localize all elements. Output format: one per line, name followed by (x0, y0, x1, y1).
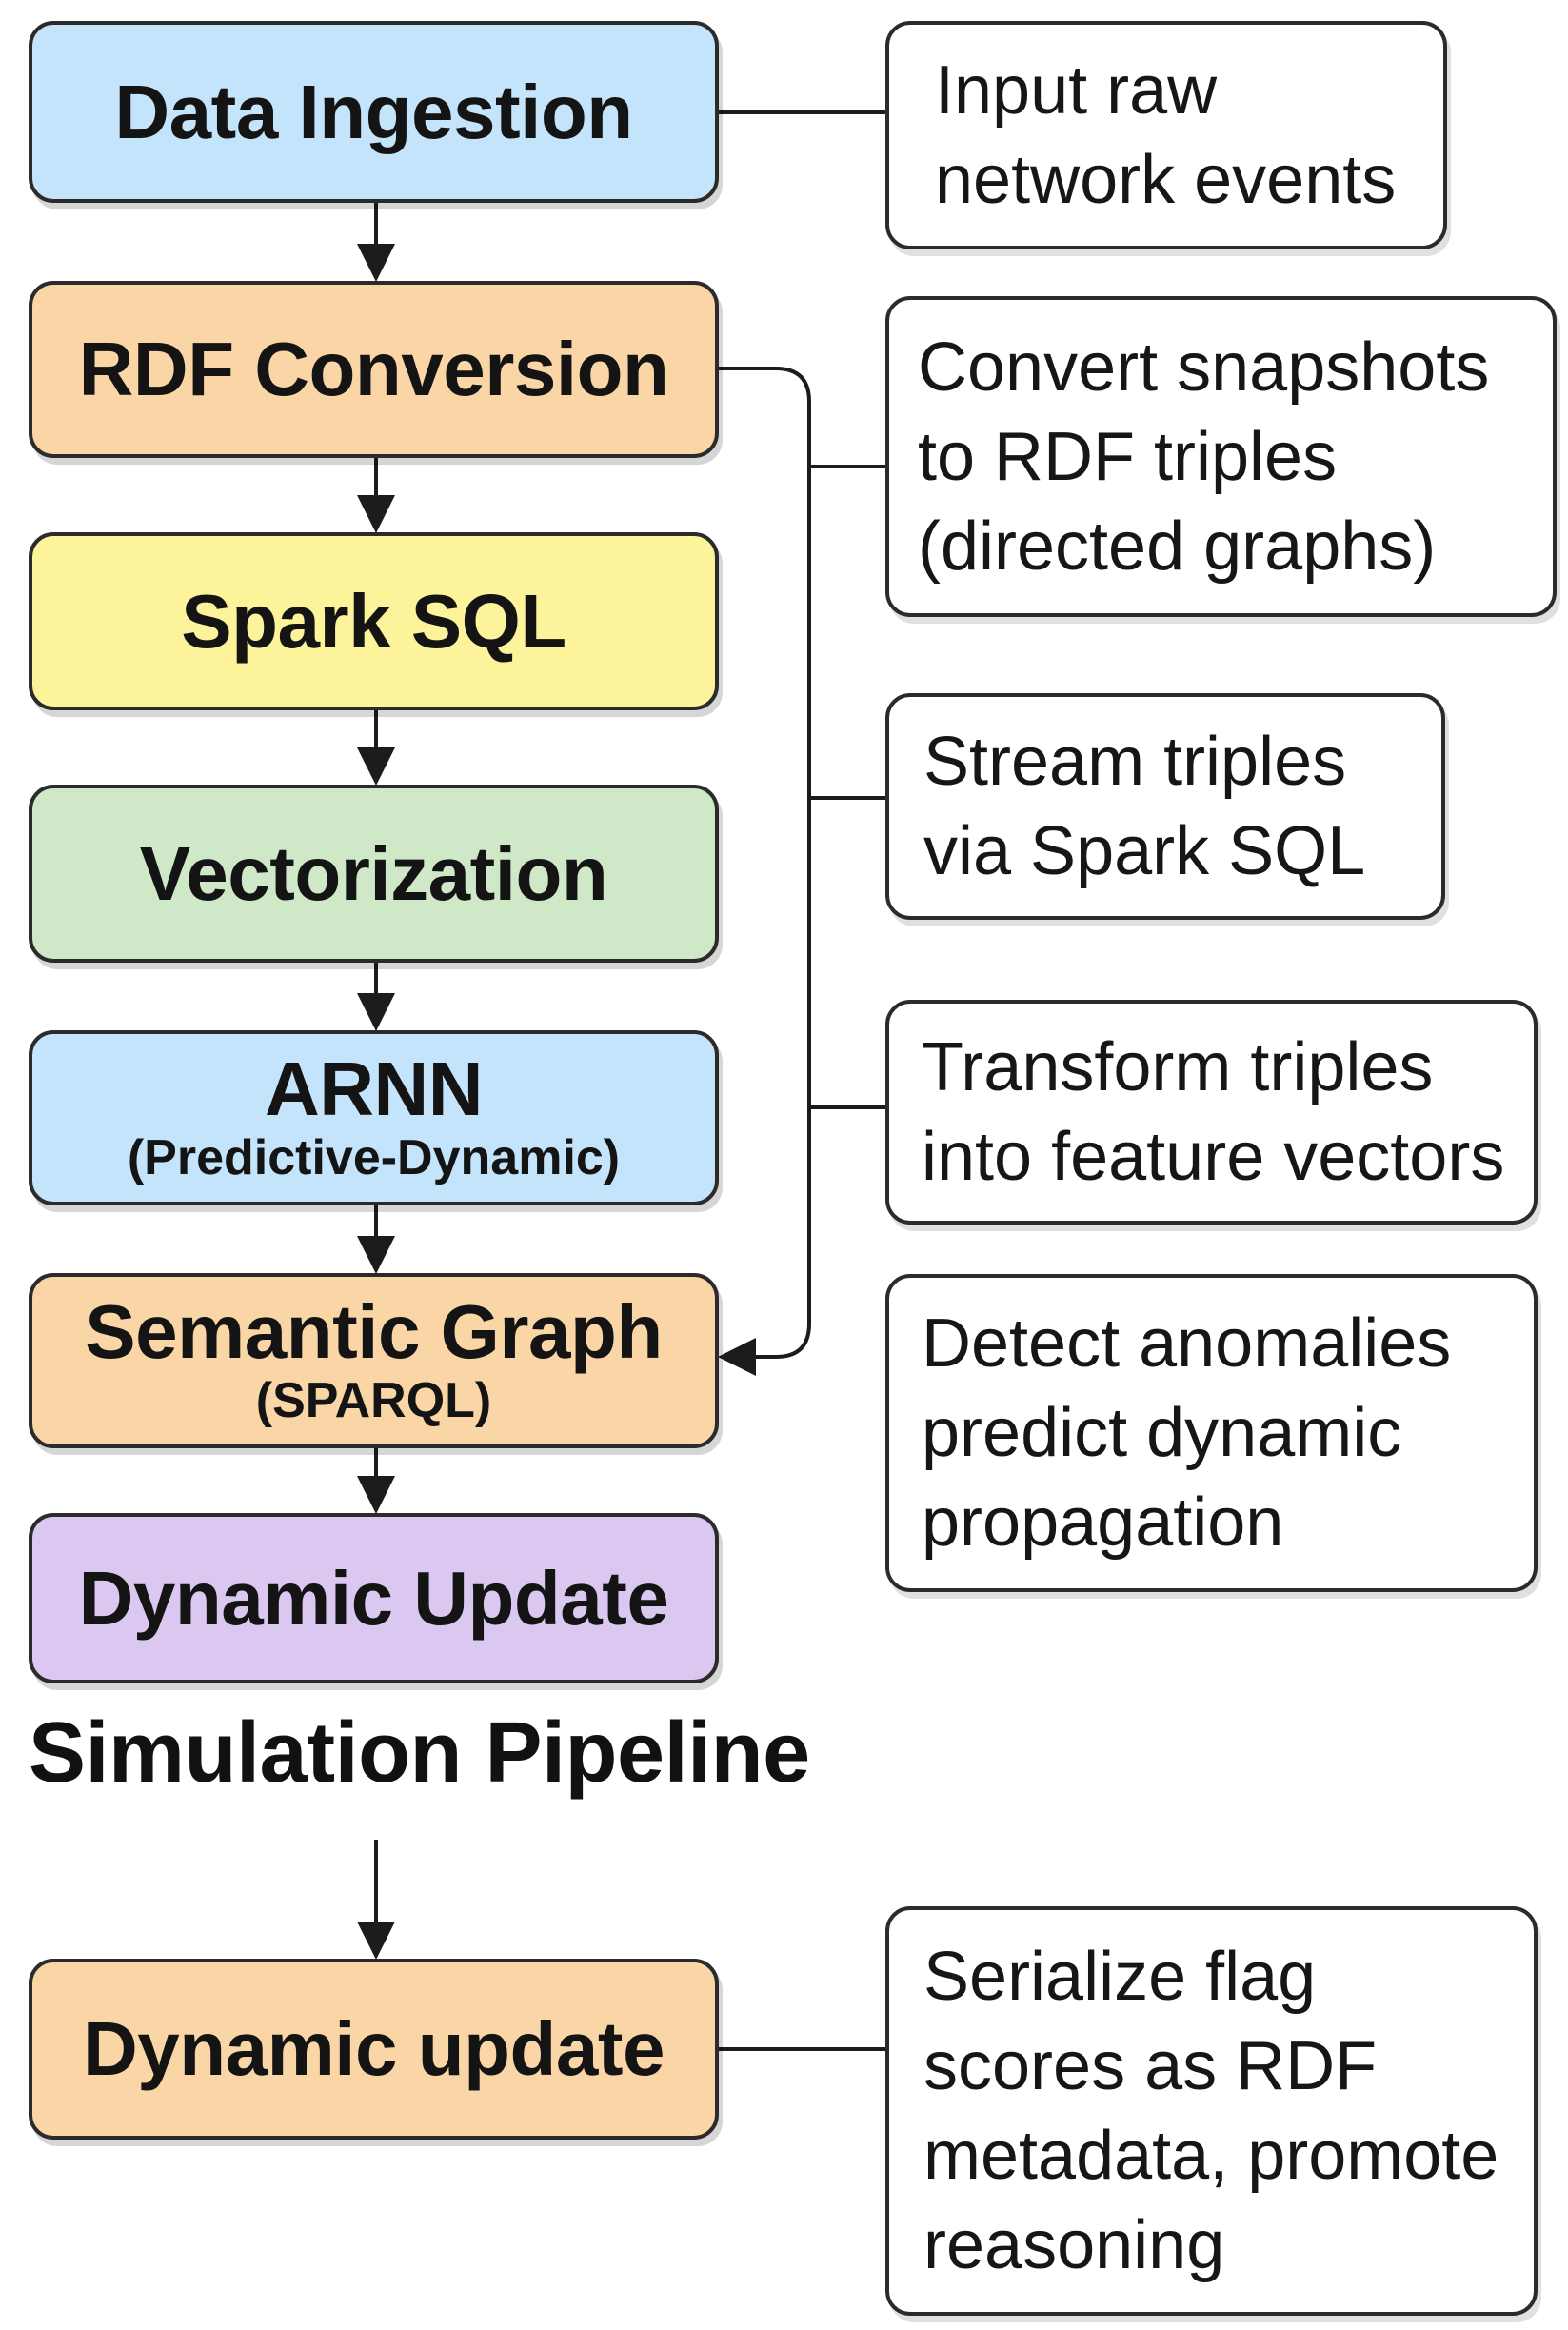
data-ingestion-box: Data Ingestion (29, 21, 719, 203)
semantic-graph-box: Semantic Graph (SPARQL) (29, 1273, 719, 1448)
spark-sql-label: Spark SQL (181, 578, 566, 664)
feedback-bus (718, 367, 811, 1376)
conversion-note-text: Convert snapshots to RDF triples (direct… (918, 329, 1490, 585)
bottom-dynamic-update-label: Dynamic update (83, 2006, 665, 2091)
data-ingestion-label: Data Ingestion (114, 69, 633, 154)
detection-note-text: Detect anomalies predict dynamic propaga… (922, 1305, 1452, 1561)
streaming-note-text: Stream triples via Spark SQL (923, 724, 1366, 889)
serialize-note: Serialize flag scores as RDF metadata, p… (885, 1906, 1538, 2316)
ingestion-note-text: Input raw network events (935, 52, 1397, 218)
serialize-note-text: Serialize flag scores as RDF metadata, p… (923, 1939, 1499, 2283)
arnn-box: ARNN (Predictive-Dynamic) (29, 1030, 719, 1205)
dynamic-update-label: Dynamic Update (78, 1555, 669, 1641)
arnn-sublabel: (Predictive-Dynamic) (127, 1130, 621, 1186)
vectorization-label: Vectorization (139, 830, 608, 916)
semantic-graph-label: Semantic Graph (85, 1289, 663, 1375)
transform-note: Transform triples into feature vectors (885, 1000, 1538, 1225)
transform-note-text: Transform triples into feature vectors (922, 1029, 1505, 1195)
section-heading: Simulation Pipeline (29, 1705, 810, 1801)
bottom-dynamic-update-box: Dynamic update (29, 1959, 719, 2140)
ingestion-note: Input raw network events (885, 21, 1447, 249)
dynamic-update-box: Dynamic Update (29, 1513, 719, 1683)
detection-note: Detect anomalies predict dynamic propaga… (885, 1274, 1538, 1592)
semantic-graph-sublabel: (SPARQL) (255, 1373, 492, 1429)
conversion-note: Convert snapshots to RDF triples (direct… (885, 296, 1557, 617)
rdf-conversion-label: RDF Conversion (78, 327, 669, 411)
vectorization-box: Vectorization (29, 785, 719, 963)
arnn-label: ARNN (264, 1046, 484, 1132)
streaming-note: Stream triples via Spark SQL (885, 693, 1445, 920)
spark-sql-box: Spark SQL (29, 532, 719, 710)
rdf-conversion-box: RDF Conversion (29, 281, 719, 458)
